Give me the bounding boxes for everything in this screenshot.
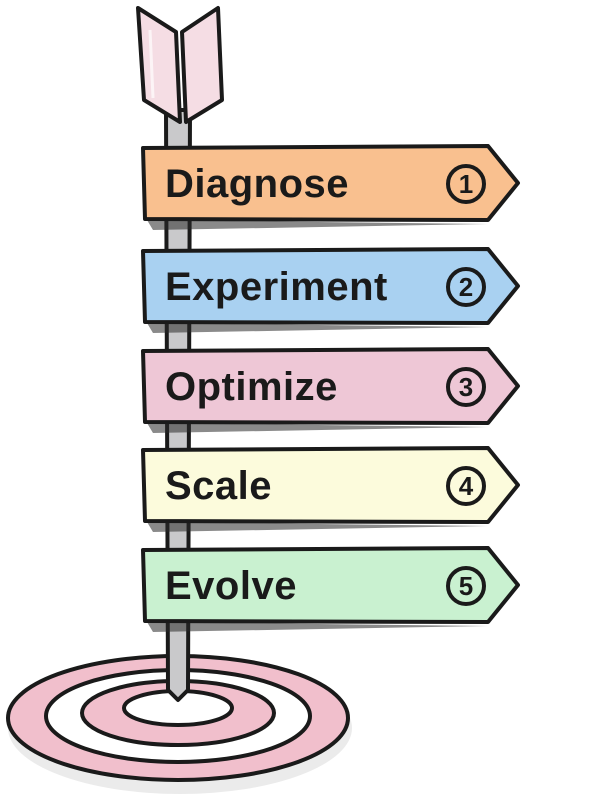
sign-number: 2 <box>459 272 473 302</box>
number-circle <box>446 267 486 307</box>
sign-board <box>141 347 520 425</box>
arrow-fletching <box>136 6 224 124</box>
sign-label: Experiment <box>165 265 388 309</box>
sign-label: Diagnose <box>165 162 349 206</box>
sign-label: Optimize <box>165 365 338 409</box>
sign-board <box>141 546 520 624</box>
sign-label: Scale <box>165 464 272 508</box>
sign-2: Experiment 2 <box>141 247 520 333</box>
fletching-shadow-line <box>148 29 155 99</box>
sign-4: Scale 4 <box>141 446 520 532</box>
sign-board <box>141 247 520 325</box>
sign-number: 3 <box>459 372 473 402</box>
number-circle <box>446 466 486 506</box>
sign-number: 4 <box>459 471 474 501</box>
sign-shadow <box>147 622 488 632</box>
number-circle <box>446 367 486 407</box>
fletching-left <box>136 6 182 124</box>
sign-number: 1 <box>459 169 473 199</box>
fletching-right <box>180 6 224 124</box>
sign-3: Optimize 3 <box>141 347 520 433</box>
target-bullseye <box>6 654 352 794</box>
sign-5: Evolve 5 <box>141 546 520 632</box>
sign-shadow <box>147 423 488 433</box>
sign-number: 5 <box>459 571 473 601</box>
sign-shadow <box>147 220 488 230</box>
sign-shadow <box>147 323 488 333</box>
sign-board <box>141 446 520 524</box>
sign-shadow <box>147 522 488 532</box>
sign-board <box>141 144 520 222</box>
sign-label: Evolve <box>165 564 297 608</box>
number-circle <box>446 566 486 606</box>
number-circle <box>446 164 486 204</box>
sign-1: Diagnose 1 <box>141 144 520 230</box>
